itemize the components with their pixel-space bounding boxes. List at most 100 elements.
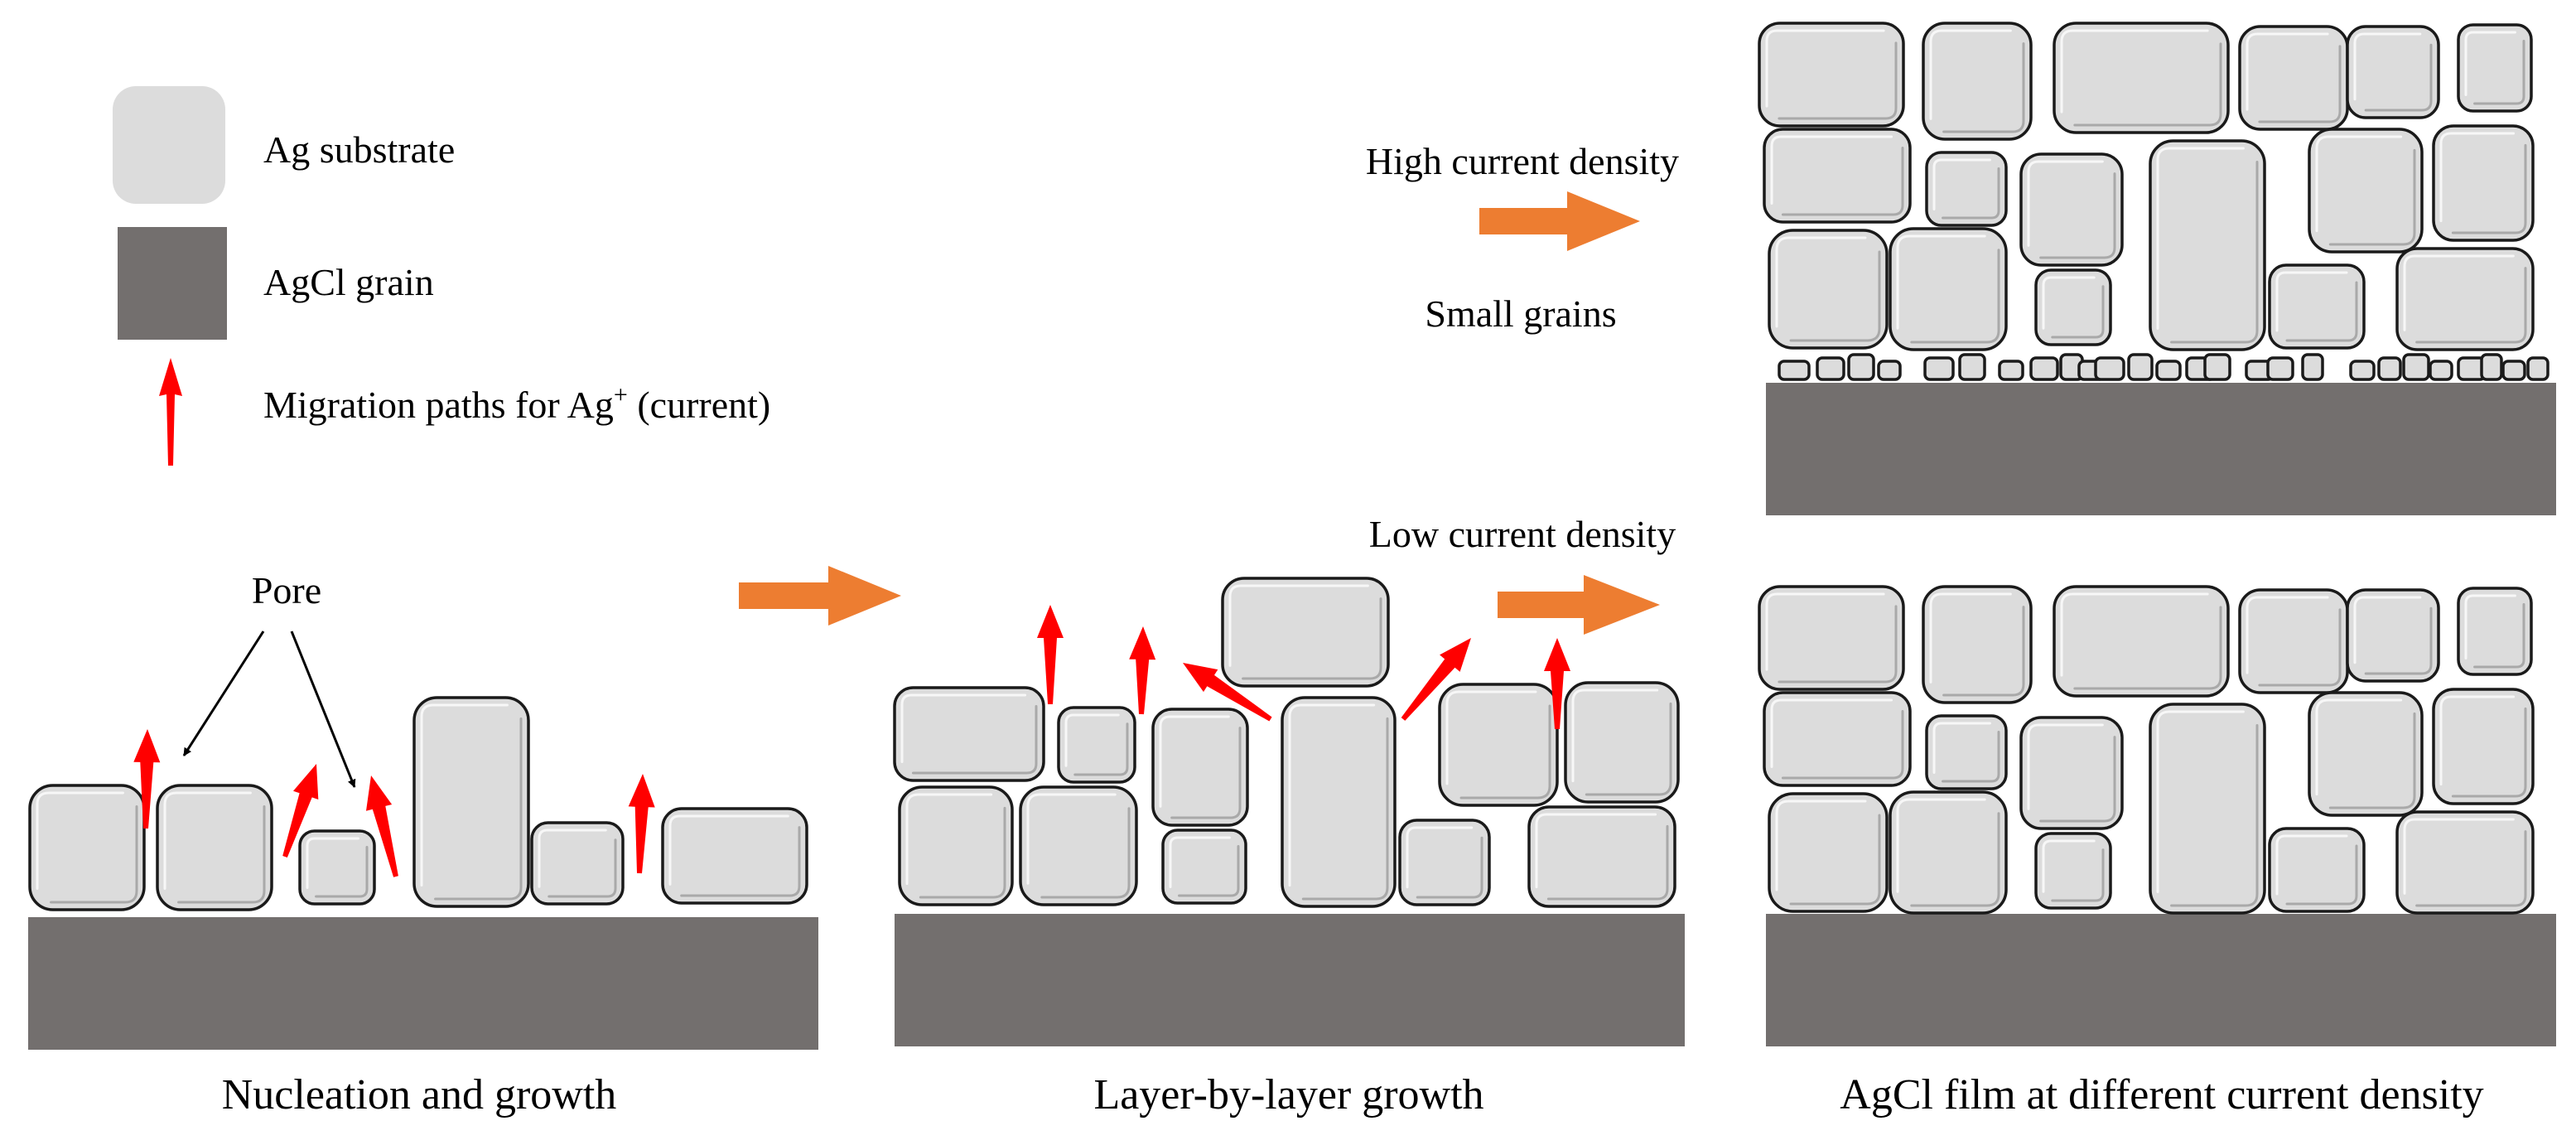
small-grain [2402, 353, 2430, 381]
agcl-grain [2149, 703, 2266, 915]
agcl-grain [2034, 832, 2112, 910]
legend-grain-label: AgCl grain [263, 261, 434, 303]
agcl-grain [2432, 688, 2535, 805]
agcl-grain [898, 785, 1014, 906]
agcl-grain [1398, 819, 1491, 906]
small-grain [2480, 353, 2503, 381]
agcl-grain [1161, 829, 1247, 905]
agcl-grain [1922, 22, 2033, 141]
agcl-grain [2346, 25, 2440, 119]
substrate-low-current [1766, 914, 2556, 1046]
agcl-grain [1768, 229, 1889, 350]
small-grain [2501, 360, 2526, 381]
agcl-grain [2457, 23, 2533, 113]
agcl-grain [1889, 227, 2008, 351]
agcl-grain [298, 829, 376, 906]
small-grains-layer [1778, 353, 2549, 381]
agcl-grain [156, 784, 273, 911]
agcl-grain [1281, 696, 1397, 908]
agcl-grain [2395, 810, 2535, 915]
migration-arrow-icon [366, 775, 398, 877]
small-grain [2266, 356, 2294, 381]
small-grain [1923, 356, 1955, 381]
agcl-grain [1922, 585, 2033, 704]
small-grain [1778, 360, 1811, 381]
small-grain [1816, 356, 1845, 381]
migration-arrow-icon [133, 729, 161, 829]
grains-low-current [1758, 585, 2535, 915]
agcl-grain [893, 686, 1045, 782]
agcl-grain [1925, 151, 2008, 227]
agcl-grain [2268, 263, 2366, 350]
grains-high-current [1758, 22, 2535, 351]
small-grains-label: Small grains [1425, 292, 1616, 335]
high-current-density-label: High current density [1366, 140, 1679, 182]
caption-current-density: AgCl film at different current density [1840, 1071, 2483, 1118]
agcl-grain [2395, 247, 2535, 351]
agcl-grain [2053, 585, 2230, 698]
substrate-high-current [1766, 383, 2556, 515]
process-arrow-high-current [1479, 191, 1640, 251]
legend-substrate-label: Ag substrate [263, 128, 455, 171]
small-grain [2377, 356, 2402, 381]
agcl-grain [1763, 691, 1912, 787]
agcl-grain [1438, 683, 1559, 807]
migration-arrow-icon [1544, 638, 1570, 729]
agcl-grain [1057, 706, 1136, 784]
small-grain [2029, 356, 2059, 381]
stage-nucleation: Pore Nucleation and growth [28, 569, 818, 1118]
small-grain [2349, 360, 2376, 381]
legend-migration-label: Migration paths for Ag+ (current) [263, 381, 770, 426]
agcl-grain [2457, 587, 2533, 676]
small-grain [1847, 353, 1875, 381]
agcl-grain [1925, 714, 2008, 790]
substrate-stage1 [28, 917, 818, 1050]
agcl-grain [2238, 588, 2349, 694]
stage-current-density: High current density Small grains Low cu… [1366, 22, 2556, 1118]
small-grain [2526, 356, 2549, 381]
low-current-density-label: Low current density [1369, 513, 1676, 555]
process-arrow-to-layer-growth [739, 566, 901, 626]
migration-arrow-icon [1401, 638, 1471, 721]
agcl-grain [2019, 152, 2124, 267]
legend: Ag substrate AgCl grain Migration paths … [113, 86, 770, 466]
migration-arrows-stage2 [1037, 605, 1570, 729]
agcl-grain [1564, 681, 1680, 804]
agcl-grain [2308, 691, 2424, 817]
process-arrow-low-current [1498, 575, 1660, 635]
pore-pointer-arrow-right [290, 630, 356, 788]
legend-grain-swatch [118, 227, 227, 340]
agcl-grain [412, 696, 530, 908]
small-grain [1998, 360, 2024, 381]
small-grain [2429, 360, 2453, 381]
small-grain [2155, 360, 2182, 381]
agcl-grain [2149, 139, 2266, 351]
agcl-grain [1889, 790, 2008, 915]
agcl-grain [2019, 716, 2124, 830]
agcl-grain [1763, 128, 1912, 224]
agcl-grain [2034, 268, 2112, 346]
agcl-grain [1019, 785, 1138, 906]
substrate-stage2 [895, 914, 1685, 1046]
small-grain [2301, 353, 2324, 381]
legend-migration-arrow-icon [159, 358, 182, 466]
stage-layer-growth: Layer-by-layer growth [893, 577, 1685, 1118]
agcl-grain [2432, 124, 2535, 242]
grains-stage1 [28, 696, 808, 911]
agcl-grain [1221, 577, 1390, 688]
small-grain [2127, 353, 2154, 381]
caption-layer-growth: Layer-by-layer growth [1093, 1071, 1483, 1118]
pore-pointer-arrow-left [182, 630, 265, 756]
agcl-grain [661, 807, 808, 905]
agcl-grain [28, 784, 146, 911]
migration-arrow-icon [628, 774, 655, 874]
agcl-grain [2346, 588, 2440, 683]
migration-arrow-icon [282, 764, 319, 858]
agcl-grain [2238, 25, 2349, 131]
small-grain [2203, 353, 2231, 381]
agcl-grain [1151, 708, 1249, 827]
agcl-grain [1758, 22, 1905, 128]
small-grain [1877, 360, 1902, 381]
migration-arrows-stage1 [133, 729, 655, 877]
